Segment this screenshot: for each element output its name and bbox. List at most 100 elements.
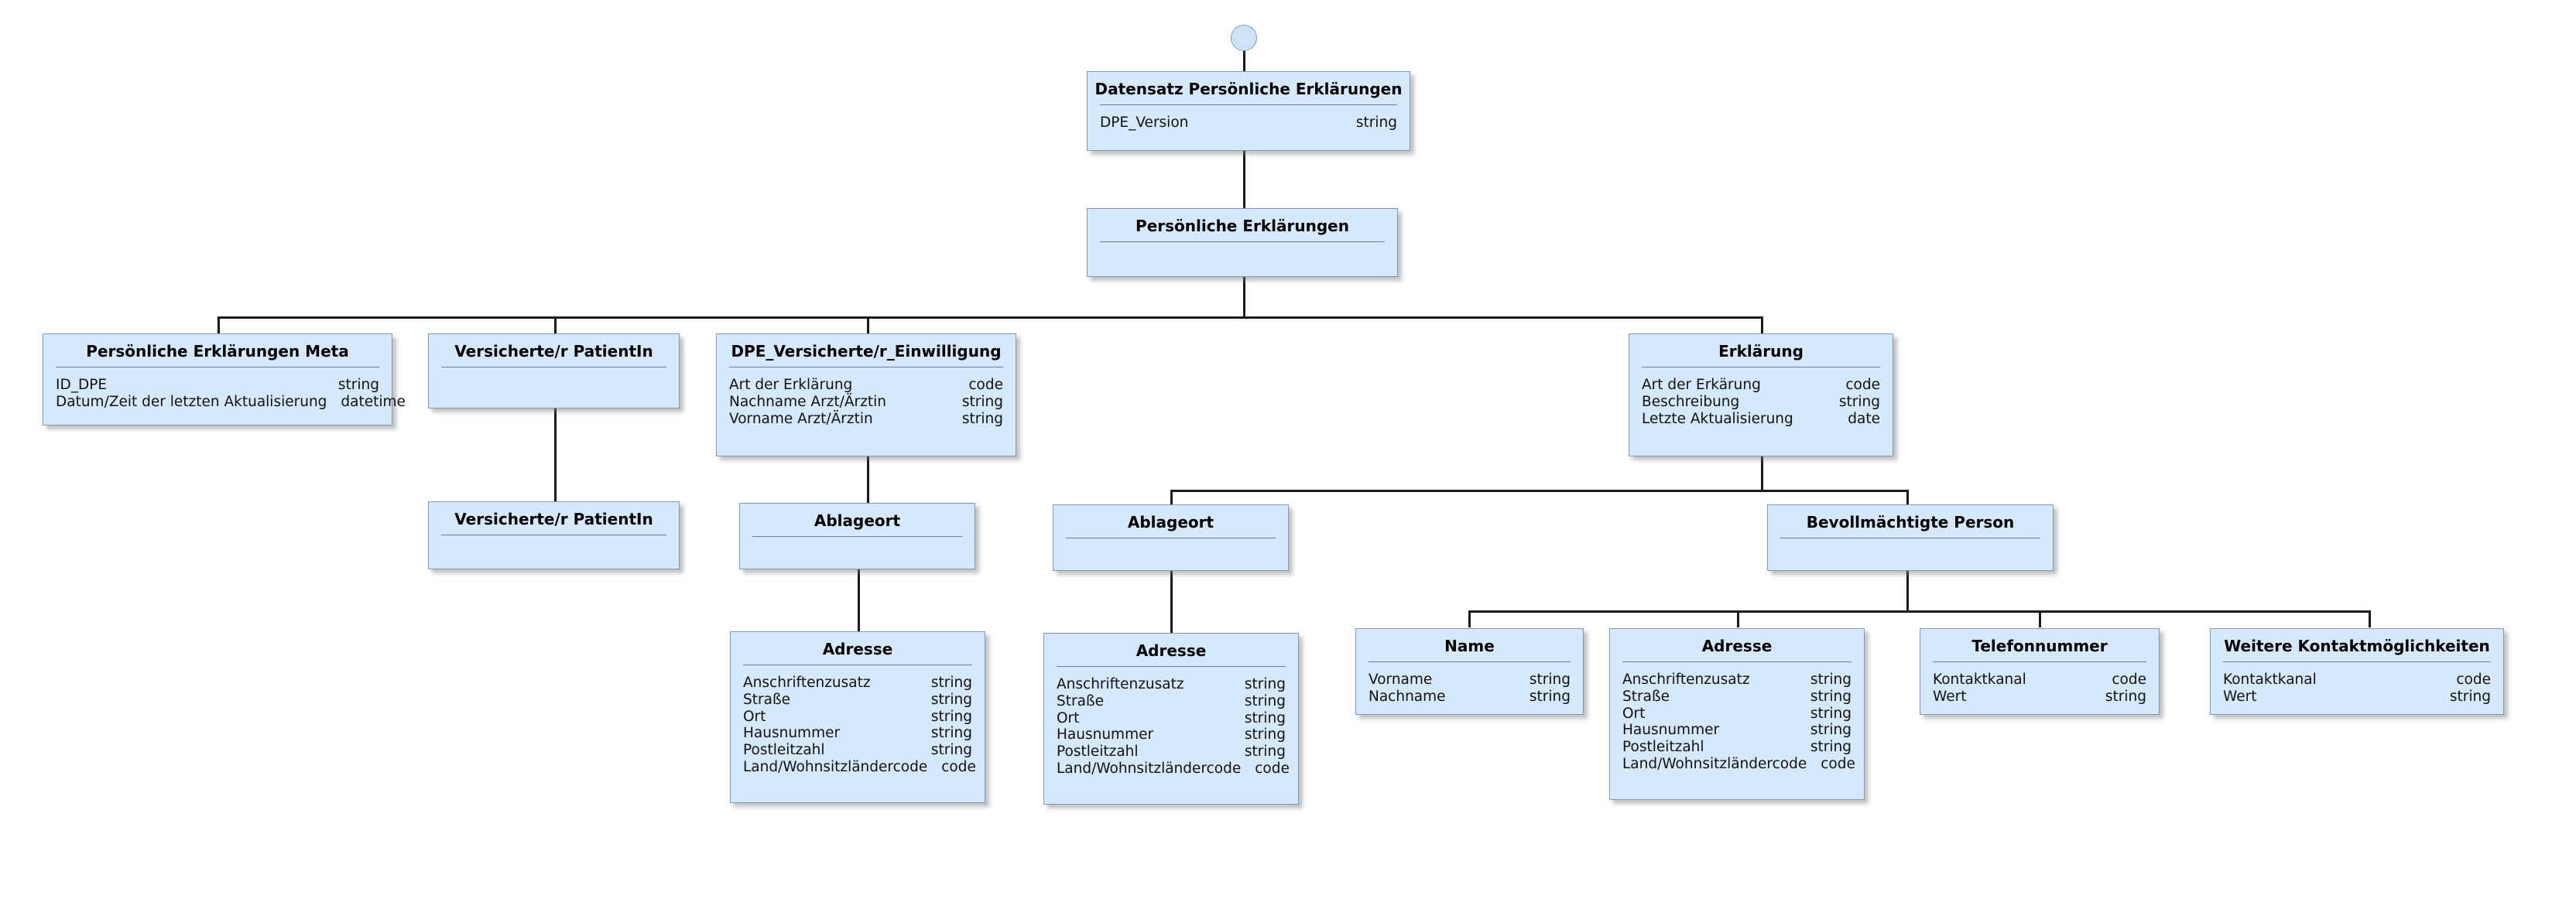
class-node-ablageort-1[interactable]: Ablageort xyxy=(739,503,975,569)
attribute-row: Straße string xyxy=(743,692,972,709)
class-node-persoenliche-erklaerungen[interactable]: Persönliche Erklärungen xyxy=(1087,208,1398,277)
attribute-row: Kontaktkanal code xyxy=(2223,672,2491,689)
class-title: Persönliche Erklärungen xyxy=(1136,217,1349,235)
attribute-type: string xyxy=(930,742,972,759)
connector-drop-telefonnummer xyxy=(2039,610,2041,627)
class-node-adresse-3[interactable]: Adresse Anschriftenzusatz string Straße … xyxy=(1609,628,1865,800)
attribute-type: string xyxy=(1244,676,1286,692)
attribute-row: Postleitzahl string xyxy=(1057,743,1286,760)
attribute-row: Nachname string xyxy=(1368,689,1571,706)
attribute-name: Kontaktkanal xyxy=(2223,672,2317,688)
connector-einwilligung-to-ablageort1 xyxy=(867,456,869,503)
title-separator xyxy=(1368,661,1571,662)
title-separator xyxy=(2223,661,2491,662)
attribute-list: Kontaktkanal code Wert string xyxy=(1920,662,2159,706)
connector-erklaerung-to-bus xyxy=(1761,456,1763,491)
attribute-list xyxy=(740,537,975,546)
connector-drop-ablageort2 xyxy=(1170,490,1173,505)
attribute-name: Land/Wohnsitzländercode xyxy=(1057,760,1242,778)
attribute-list: Vorname string Nachname string xyxy=(1356,662,1583,706)
attribute-name: Ort xyxy=(1057,709,1080,726)
attribute-type: string xyxy=(1244,726,1286,743)
class-node-name[interactable]: Name Vorname string Nachname string xyxy=(1355,628,1584,715)
attribute-row: Ort string xyxy=(743,709,972,726)
class-node-datensatz-persoenliche-erklaerungen[interactable]: Datensatz Persönliche Erklärungen DPE_Ve… xyxy=(1087,71,1410,151)
connector-drop-name xyxy=(1468,610,1471,627)
attribute-type: string xyxy=(930,708,972,725)
attribute-row: Vorname string xyxy=(1368,672,1571,689)
class-node-bevollmaechtigte-person[interactable]: Bevollmächtigte Person xyxy=(1767,504,2054,571)
attribute-name: Wert xyxy=(1933,688,1967,705)
attribute-name: Vorname Arzt/Ärztin xyxy=(729,410,873,427)
class-title: Versicherte/r PatientIn xyxy=(454,342,653,361)
attribute-name: Ort xyxy=(1622,705,1646,722)
class-node-telefonnummer[interactable]: Telefonnummer Kontaktkanal code Wert str… xyxy=(1920,628,2160,715)
class-title: Erklärung xyxy=(1718,342,1804,361)
attribute-type: code xyxy=(941,759,976,776)
class-node-adresse-1[interactable]: Adresse Anschriftenzusatz string Straße … xyxy=(730,631,985,803)
attribute-type: string xyxy=(930,675,972,691)
class-node-ablageort-2[interactable]: Ablageort xyxy=(1053,504,1289,571)
attribute-type: code xyxy=(1821,756,1855,773)
attribute-name: Postleitzahl xyxy=(1057,743,1139,760)
attribute-row: Nachname Arzt/Ärztin string xyxy=(729,394,1003,411)
attribute-name: Land/Wohnsitzländercode xyxy=(1622,756,1807,773)
class-title: Telefonnummer xyxy=(1971,637,2108,655)
attribute-name: Datum/Zeit der letzten Aktualisierung xyxy=(56,393,327,410)
connector-root-stem xyxy=(1243,46,1245,73)
attribute-row: Ort string xyxy=(1057,710,1286,727)
attribute-type: code xyxy=(968,377,1003,393)
attribute-type: string xyxy=(930,691,972,708)
attribute-row: Land/Wohnsitzländercode code xyxy=(1057,760,1290,778)
attribute-list: ID_DPE string Datum/Zeit der letzten Akt… xyxy=(43,367,406,411)
attribute-list xyxy=(1053,538,1288,548)
attribute-name: Straße xyxy=(1622,688,1670,705)
attribute-list: Kontaktkanal code Wert string xyxy=(2211,662,2503,706)
attribute-row: Kontaktkanal code xyxy=(1933,672,2146,689)
attribute-row: Art der Erklärung code xyxy=(729,377,1003,394)
class-title: Bevollmächtigte Person xyxy=(1806,513,2015,531)
attribute-name: Vorname xyxy=(1368,672,1433,688)
class-title: Versicherte/r PatientIn xyxy=(454,510,653,528)
attribute-type: code xyxy=(2112,672,2146,688)
attribute-list: Art der Erklärung code Nachname Arzt/Ärz… xyxy=(717,367,1016,427)
attribute-type: string xyxy=(961,393,1003,410)
attribute-type: string xyxy=(1810,705,1852,722)
attribute-list xyxy=(429,535,679,545)
class-node-adresse-2[interactable]: Adresse Anschriftenzusatz string Straße … xyxy=(1043,633,1299,805)
attribute-type: string xyxy=(1838,393,1880,410)
attribute-list: Anschriftenzusatz string Straße string O… xyxy=(1610,662,1864,773)
class-title: Adresse xyxy=(1136,641,1207,660)
class-node-versicherte-patientin-2[interactable]: Versicherte/r PatientIn xyxy=(428,501,680,569)
attribute-name: Letzte Aktualisierung xyxy=(1642,410,1793,427)
attribute-row: ID_DPE string xyxy=(56,377,379,394)
attribute-name: Hausnummer xyxy=(1622,722,1720,739)
attribute-name: Beschreibung xyxy=(1642,393,1740,410)
attribute-row: Straße string xyxy=(1057,693,1286,710)
attribute-name: Postleitzahl xyxy=(743,742,825,759)
class-title: Weitere Kontaktmöglichkeiten xyxy=(2224,637,2490,655)
root-anchor-dot xyxy=(1231,25,1257,51)
attribute-row: Art der Erkärung code xyxy=(1642,377,1880,394)
connector-drop-erklaerung xyxy=(1761,316,1763,333)
attribute-row: Wert string xyxy=(1933,689,2146,706)
class-node-dpe-versicherte-einwilligung[interactable]: DPE_Versicherte/r_Einwilligung Art der E… xyxy=(716,333,1016,456)
class-node-erklaerung[interactable]: Erklärung Art der Erkärung code Beschrei… xyxy=(1629,333,1893,456)
class-node-versicherte-patientin-1[interactable]: Versicherte/r PatientIn xyxy=(428,333,680,408)
attribute-type: string xyxy=(1529,688,1571,705)
attribute-row: Postleitzahl string xyxy=(743,742,972,759)
attribute-list: Anschriftenzusatz string Straße string O… xyxy=(1044,667,1298,778)
attribute-type: string xyxy=(337,377,379,393)
attribute-name: DPE_Version xyxy=(1100,114,1189,131)
attribute-list xyxy=(1088,242,1397,251)
title-separator xyxy=(1100,104,1397,105)
attribute-row: Letzte Aktualisierung date xyxy=(1642,411,1880,428)
class-node-persoenliche-erklaerungen-meta[interactable]: Persönliche Erklärungen Meta ID_DPE stri… xyxy=(43,333,406,426)
connector-bevollmaechtigte-to-bus xyxy=(1906,571,1909,612)
attribute-row: DPE_Version string xyxy=(1100,114,1397,132)
connector-pe-to-bus xyxy=(1243,277,1245,318)
class-node-weitere-kontaktmoeglichkeiten[interactable]: Weitere Kontaktmöglichkeiten Kontaktkana… xyxy=(2210,628,2504,715)
title-separator xyxy=(1100,241,1385,242)
attribute-type: string xyxy=(1244,743,1286,760)
connector-ablageort1-to-adresse1 xyxy=(858,569,860,631)
